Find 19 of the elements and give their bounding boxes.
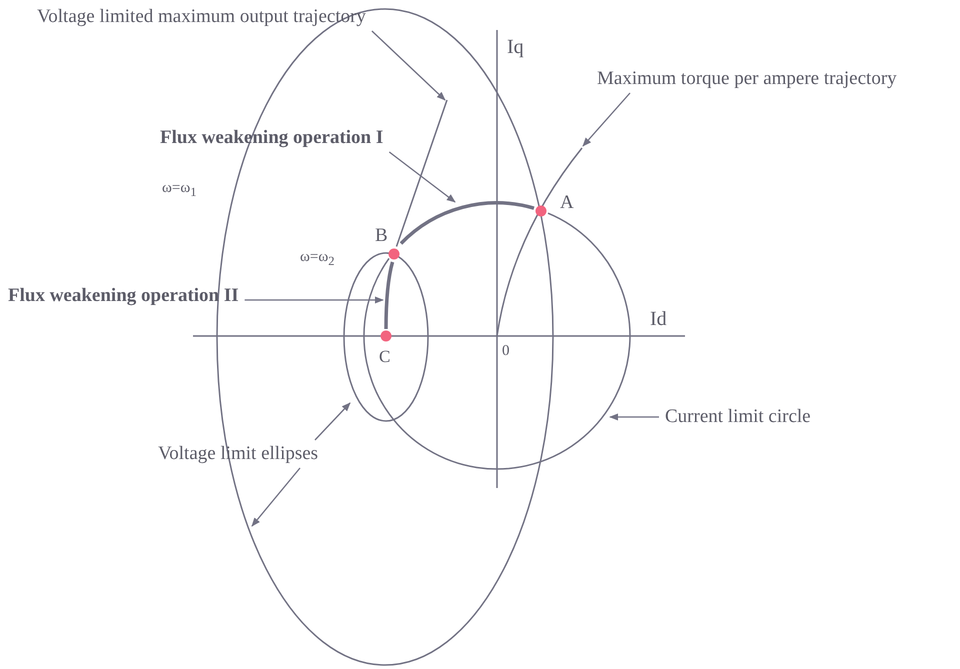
- callout-label: Current limit circle: [665, 406, 811, 428]
- axis-label: B: [375, 226, 388, 247]
- axis-label: Iq: [507, 36, 524, 58]
- leader-line: [251, 468, 300, 527]
- axis-label: A: [560, 193, 574, 214]
- leader-line: [314, 402, 351, 440]
- axis-label: ω=ω$_{2}$: [300, 249, 334, 269]
- axis-label: 0: [502, 343, 510, 360]
- callout-label: Maximum torque per ampere trajectory: [597, 68, 897, 90]
- axis-label: C: [379, 348, 390, 367]
- axis-label: Id: [650, 308, 667, 330]
- leader-line: [582, 92, 630, 147]
- leader-line: [609, 413, 659, 421]
- trajectory-line: [384, 262, 394, 330]
- trajectory-curve: [496, 148, 583, 336]
- leader-line: [388, 151, 456, 203]
- leader-line: [244, 296, 384, 304]
- leader-line: [371, 30, 446, 101]
- axis-label: ω=ω$_{1}$: [162, 180, 196, 200]
